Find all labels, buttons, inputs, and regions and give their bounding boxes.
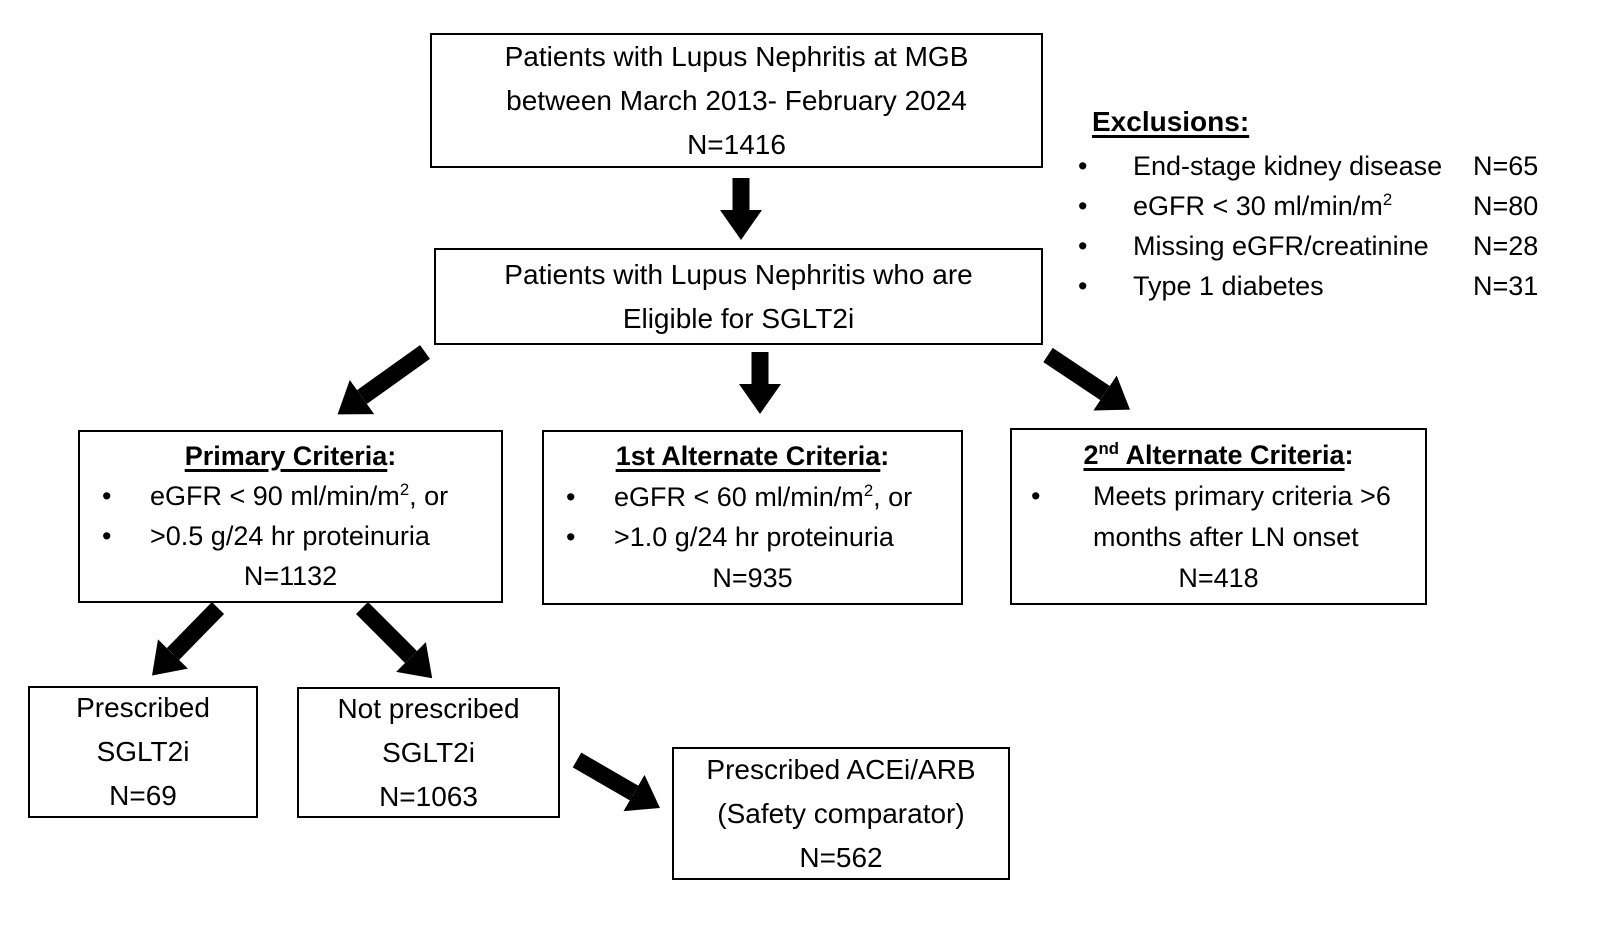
source-population-box: Patients with Lupus Nephritis at MGB bet… [430,33,1043,168]
source-count: N=1416 [687,128,786,160]
not-prescribed-line-2: SGLT2i [382,736,475,768]
bullet-icon: • [102,521,112,552]
eligible-line-1: Patients with Lupus Nephritis who are [504,258,973,290]
bullet-icon: • [1078,190,1088,221]
bullet-icon: • [566,522,576,553]
primary-criteria-heading: Primary Criteria: [184,440,397,471]
first-alternate-criteria-box: 1st Alternate Criteria: • eGFR < 60 ml/m… [542,430,963,605]
source-line-2: between March 2013- February 2024 [506,84,967,116]
prescribed-line-1: Prescribed [76,692,210,723]
eligible-population-box: Patients with Lupus Nephritis who are El… [434,248,1043,345]
exclusion-item: • eGFR < 30 ml/min/m2 N=80 [1072,186,1564,226]
acei-arb-comparator-box: Prescribed ACEi/ARB (Safety comparator) … [672,747,1010,880]
arrow-primary-to-not-prescribed [355,601,433,679]
exclusion-item: • End-stage kidney disease N=65 [1072,146,1564,186]
exclusion-item: • Missing eGFR/creatinine N=28 [1072,226,1564,266]
acei-line-2: (Safety comparator) [717,797,965,829]
first-alternate-count: N=935 [712,563,793,594]
arrow-eligible-to-alt2 [1043,347,1130,411]
exclusion-count: N=80 [1473,190,1539,221]
bullet-icon: • [1078,150,1088,181]
exclusion-count: N=65 [1473,150,1539,181]
bullet-icon: • [1078,270,1088,301]
exclusion-label: Missing eGFR/creatinine [1133,230,1429,261]
prescribed-line-2: SGLT2i [96,736,190,767]
second-alternate-heading: 2nd Alternate Criteria: [1083,438,1354,470]
second-alternate-bullet-line-2: months after LN onset [1093,521,1359,552]
arrow-primary-to-prescribed [152,602,225,676]
exclusions-heading: Exclusions: [1092,106,1250,137]
first-alternate-heading: 1st Alternate Criteria: [615,440,890,471]
prescribed-sglt2i-box: Prescribed SGLT2i N=69 [28,686,258,818]
bullet-icon: • [102,480,112,511]
first-alternate-bullet-1: • eGFR < 60 ml/min/m2, or [566,480,913,512]
not-prescribed-line-1: Not prescribed [337,692,520,724]
exclusion-item: • Type 1 diabetes N=31 [1072,266,1564,306]
eligible-line-2: Eligible for SGLT2i [622,302,855,334]
second-alternate-bullet-line-1: • Meets primary criteria >6 [1031,480,1391,511]
first-alternate-bullet-2: • >1.0 g/24 hr proteinuria [566,522,894,553]
exclusion-label: eGFR < 30 ml/min/m2 [1133,189,1393,221]
exclusion-label: End-stage kidney disease [1133,150,1443,181]
bullet-icon: • [1031,480,1041,511]
exclusion-count: N=31 [1473,270,1539,301]
source-line-1: Patients with Lupus Nephritis at MGB [504,40,969,72]
arrow-not-prescribed-to-acei [572,752,660,812]
exclusions-panel: Exclusions: • End-stage kidney disease N… [1072,106,1564,306]
not-prescribed-count: N=1063 [379,780,478,812]
bullet-icon: • [1078,230,1088,261]
acei-line-1: Prescribed ACEi/ARB [706,753,976,785]
primary-criteria-bullet-2: • >0.5 g/24 hr proteinuria [102,521,430,552]
arrow-eligible-to-primary [337,345,430,415]
exclusion-label: Type 1 diabetes [1133,270,1324,301]
prescribed-count: N=69 [109,780,177,811]
primary-criteria-count: N=1132 [243,561,338,592]
primary-criteria-bullet-1: • eGFR < 90 ml/min/m2, or [102,479,449,511]
second-alternate-count: N=418 [1178,562,1259,593]
second-alternate-criteria-box: 2nd Alternate Criteria: • Meets primary … [1010,428,1427,605]
primary-criteria-box: Primary Criteria: • eGFR < 90 ml/min/m2,… [78,430,503,603]
acei-count: N=562 [799,841,883,873]
exclusion-count: N=28 [1473,230,1539,261]
bullet-icon: • [566,481,576,512]
not-prescribed-sglt2i-box: Not prescribed SGLT2i N=1063 [297,687,560,818]
